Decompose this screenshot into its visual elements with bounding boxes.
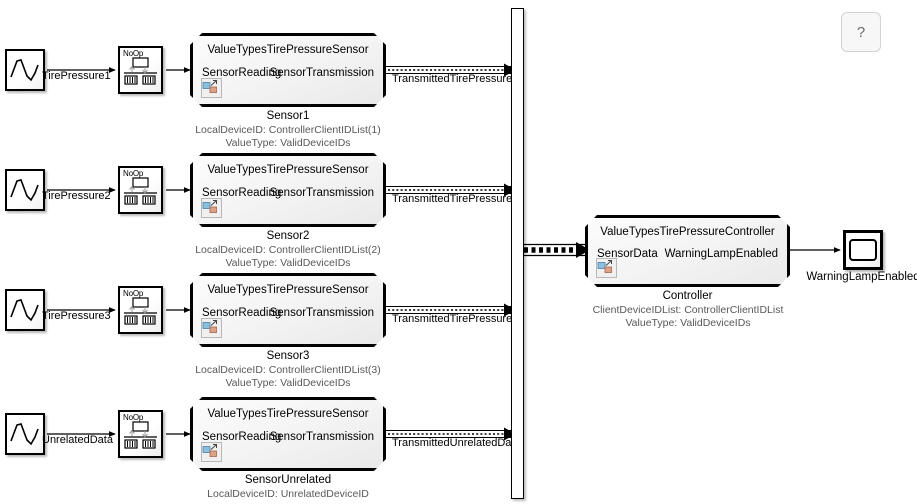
- sensor-title-2: ValueTypesTirePressureSensor: [207, 164, 369, 176]
- signal-label-2: TransmittedTirePressure2: [392, 193, 519, 205]
- signal-label-3: TransmittedTirePressure3: [392, 313, 519, 325]
- sensor-outport-label-4: SensorTransmission: [269, 431, 374, 443]
- noop-label-4: NoOp: [123, 413, 144, 422]
- sensor-annotation-1a: LocalDeviceID: ControllerClientIDList(1): [195, 124, 381, 136]
- question-mark-icon: ?: [856, 23, 866, 41]
- sensor-annotation-3a: LocalDeviceID: ControllerClientIDList(3): [195, 364, 381, 376]
- sensor-title-3: ValueTypesTirePressureSensor: [207, 284, 369, 296]
- noop-block-1[interactable]: NoOp: [118, 46, 163, 94]
- sensor-name-2: Sensor2: [266, 230, 310, 242]
- sensor-annotation-1b: ValueType: ValidDeviceIDs: [225, 137, 351, 149]
- noop-icon-2: [124, 177, 157, 205]
- sensor-name-4: SensorUnrelated: [244, 474, 332, 486]
- controller-block[interactable]: ValueTypesTirePressureController SensorD…: [585, 215, 790, 287]
- waveform-icon: [10, 59, 39, 82]
- sensor-outport-label-3: SensorTransmission: [269, 307, 374, 319]
- sensor-annotation-4a: LocalDeviceID: UnrelatedDeviceID: [207, 488, 369, 500]
- model-reference-icon-4: [201, 442, 222, 462]
- sensor-annotation-2a: LocalDeviceID: ControllerClientIDList(2): [195, 244, 381, 256]
- sensor-inport-label-2: SensorReading: [202, 187, 282, 199]
- source-label-4: UnrelatedData: [42, 434, 113, 446]
- sensor-name-3: Sensor3: [266, 350, 310, 362]
- signal-label-4: TransmittedUnrelatedData: [392, 437, 521, 449]
- controller-annotation-b: ValueType: ValidDeviceIDs: [625, 317, 751, 329]
- waveform-icon: [10, 299, 39, 322]
- signal-label-1: TransmittedTirePressure1: [392, 73, 519, 85]
- scope-block[interactable]: [843, 230, 883, 270]
- sensor-block-3[interactable]: ValueTypesTirePressureSensor SensorReadi…: [190, 273, 386, 347]
- sensor-annotation-2b: ValueType: ValidDeviceIDs: [225, 257, 351, 269]
- source-label-3: TirePressure3: [42, 310, 111, 322]
- model-reference-icon-controller: [596, 258, 617, 278]
- controller-outport-label: WarningLampEnabled: [664, 248, 778, 260]
- sensor-title-1: ValueTypesTirePressureSensor: [207, 44, 369, 56]
- sensor-block-2[interactable]: ValueTypesTirePressureSensor SensorReadi…: [190, 153, 386, 227]
- source-block-tirepressure2[interactable]: [5, 169, 45, 211]
- waveform-icon: [10, 423, 39, 446]
- signal-concatenate-bar[interactable]: [511, 8, 524, 499]
- source-block-tirepressure3[interactable]: [5, 289, 45, 331]
- sensor-inport-label-1: SensorReading: [202, 67, 282, 79]
- noop-icon-4: [124, 421, 157, 449]
- sensor-inport-label-4: SensorReading: [202, 431, 282, 443]
- sensor-title-4: ValueTypesTirePressureSensor: [207, 408, 369, 420]
- scope-icon: [849, 239, 877, 261]
- noop-block-4[interactable]: NoOp: [118, 410, 163, 458]
- source-block-tirepressure1[interactable]: [5, 49, 45, 91]
- controller-annotation-a: ClientDeviceIDList: ControllerClientIDLi…: [592, 304, 784, 316]
- controller-inport-label: SensorData: [597, 248, 658, 260]
- sensor-outport-label-2: SensorTransmission: [269, 187, 374, 199]
- noop-block-3[interactable]: NoOp: [118, 286, 163, 334]
- controller-title: ValueTypesTirePressureController: [600, 226, 775, 238]
- source-block-unrelateddata[interactable]: [5, 413, 45, 455]
- waveform-icon: [10, 179, 39, 202]
- noop-label-2: NoOp: [123, 169, 144, 178]
- sensor-block-4[interactable]: ValueTypesTirePressureSensor SensorReadi…: [190, 397, 386, 471]
- sensor-inport-label-3: SensorReading: [202, 307, 282, 319]
- model-reference-icon-3: [201, 318, 222, 338]
- noop-label-3: NoOp: [123, 289, 144, 298]
- sensor-annotation-3b: ValueType: ValidDeviceIDs: [225, 377, 351, 389]
- source-label-1: TirePressure1: [42, 70, 111, 82]
- model-reference-icon-1: [201, 78, 222, 98]
- noop-icon-1: [124, 57, 157, 85]
- sensor-name-1: Sensor1: [266, 110, 310, 122]
- noop-icon-3: [124, 297, 157, 325]
- source-label-2: TirePressure2: [42, 190, 111, 202]
- sensor-block-1[interactable]: ValueTypesTirePressureSensor SensorReadi…: [190, 33, 386, 107]
- controller-name: Controller: [662, 290, 713, 302]
- noop-label-1: NoOp: [123, 49, 144, 58]
- sensor-outport-label-1: SensorTransmission: [269, 67, 374, 79]
- help-button[interactable]: ?: [841, 12, 881, 52]
- model-reference-icon-2: [201, 198, 222, 218]
- scope-name: WarningLampEnabled: [806, 271, 917, 283]
- noop-block-2[interactable]: NoOp: [118, 166, 163, 214]
